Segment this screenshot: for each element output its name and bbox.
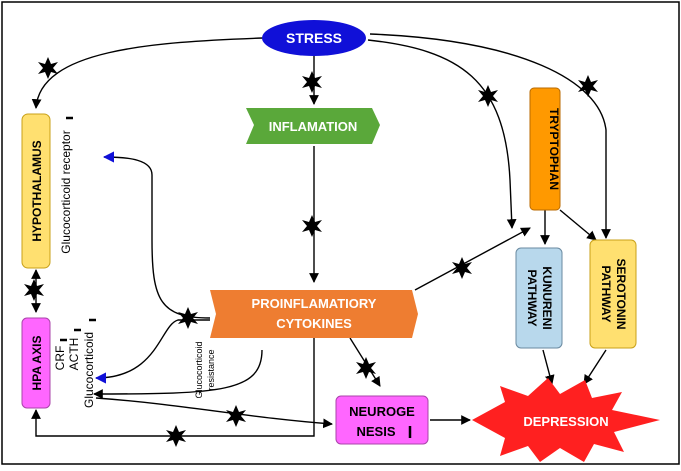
depression-label: DEPRESSION xyxy=(523,414,608,429)
kunureni-box xyxy=(515,247,563,349)
burst-marker xyxy=(178,307,198,329)
cytokines-shape xyxy=(210,290,418,338)
depression-node: DEPRESSION xyxy=(472,378,660,462)
depression-burst xyxy=(472,378,660,462)
neurogenesis-node: NEUROGE NESIS xyxy=(335,395,429,445)
hpa-axis-label: HPA AXIS xyxy=(30,336,44,391)
stress-node: STRESS xyxy=(262,20,366,56)
arrow-resistance-hpa xyxy=(93,349,263,399)
glucocorticoid-resistance-label-line2: resistance xyxy=(206,349,216,390)
neurogenesis-label-line1: NEUROGE xyxy=(349,404,415,419)
tryptophan-node: TRYPTOPHAN xyxy=(529,87,561,211)
arrow-cytokines-hpa xyxy=(94,319,210,384)
burst-marker xyxy=(226,405,246,427)
crf-label: CRF xyxy=(53,346,67,371)
hypothalamus-node: HYPOTHALAMUS xyxy=(21,113,51,269)
burst-marker xyxy=(478,85,498,107)
inflamation-node: INFLAMATION xyxy=(246,108,380,144)
burst-marker xyxy=(302,71,322,93)
serotonin-box xyxy=(589,239,637,349)
burst-marker xyxy=(452,257,472,279)
marker-group xyxy=(24,57,598,447)
arrow-stress-serotonin xyxy=(369,33,611,239)
up-arrow-icon xyxy=(60,318,96,342)
glucocorticoid-receptor-label: Glucocorticoid receptor xyxy=(59,130,73,253)
burst-marker xyxy=(166,425,186,447)
inflamation-label: INFLAMATION xyxy=(269,119,358,134)
inflamation-shape xyxy=(246,108,380,144)
burst-marker xyxy=(302,215,322,237)
glucocorticoid-resistance-label-line1: Glucocorticoid xyxy=(194,341,204,398)
arrow-stress-tryptophan-branch xyxy=(367,39,517,229)
arrow-serotonin-depression xyxy=(583,349,607,385)
hypothalamus-label: HYPOTHALAMUS xyxy=(30,140,44,241)
cytokines-label-line2: CYTOKINES xyxy=(276,316,352,331)
tryptophan-label: TRYPTOPHAN xyxy=(547,108,561,190)
stress-ellipse xyxy=(262,20,366,56)
serotonin-pathway-node: SEROTONIN PATHWAY xyxy=(589,239,637,349)
arrow-kunureni-depression xyxy=(542,349,555,385)
hpa-axis-box xyxy=(21,317,51,409)
glucocorticoid-label: Glucocorticoid xyxy=(82,332,96,408)
stress-label: STRESS xyxy=(286,30,342,46)
cytokines-node: PROINFLAMATIORY CYTOKINES xyxy=(210,290,418,338)
burst-marker xyxy=(578,75,598,97)
tryptophan-box xyxy=(529,87,561,211)
serotonin-label-line2: PATHWAY xyxy=(599,265,613,322)
kunureni-label-line1: KUNURENI xyxy=(540,266,554,329)
cytokines-label-line1: PROINFLAMATIORY xyxy=(252,296,377,311)
burst-marker xyxy=(356,357,376,379)
arrow-cytokines-hypothalamus xyxy=(102,151,211,319)
arrow-cytokines-kunureni xyxy=(414,227,531,291)
arrow-stress-hypothalamus xyxy=(31,37,264,109)
burst-marker xyxy=(38,57,58,79)
acth-label: ACTH xyxy=(67,338,81,371)
hypothalamus-box xyxy=(21,113,51,269)
burst-marker xyxy=(24,279,44,301)
kunureni-label-line2: PATHWAY xyxy=(525,269,539,326)
neurogenesis-label-line2: NESIS xyxy=(356,424,395,439)
arrow-hpa-neurogenesis xyxy=(95,397,333,429)
arrow-tryptophan-serotonin xyxy=(559,209,597,241)
serotonin-label-line1: SEROTONIN xyxy=(614,258,628,329)
kunureni-pathway-node: KUNURENI PATHWAY xyxy=(515,247,563,349)
neurogenesis-box xyxy=(335,395,429,445)
hpa-axis-node: HPA AXIS xyxy=(21,317,51,409)
